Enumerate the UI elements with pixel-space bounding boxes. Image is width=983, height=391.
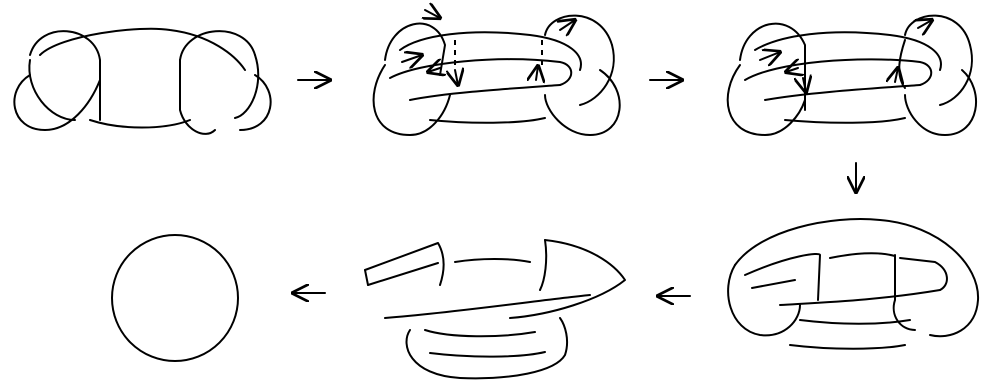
knot-step-2 (374, 10, 620, 135)
knot-step-4 (728, 219, 978, 349)
knot-step-6-unknot (112, 235, 238, 361)
knot-step-5 (365, 240, 625, 378)
knot-step-1 (14, 29, 270, 134)
knot-step-3 (728, 16, 976, 135)
